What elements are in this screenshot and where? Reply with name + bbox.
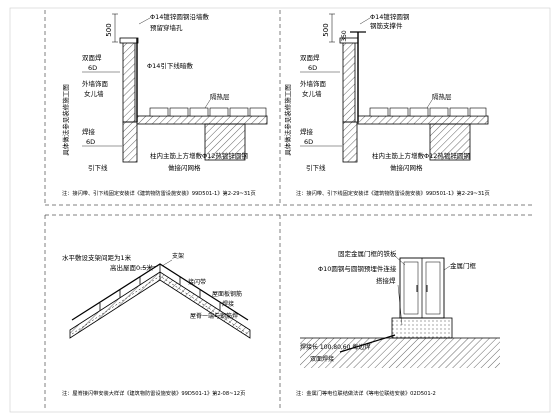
parapet-wall-b [342,41,356,123]
lower-wall-b [342,121,358,163]
label-parapet-wall-b: 女儿墙 [302,89,322,98]
floor-slab [300,338,500,368]
label-double-weld: 双面焊 [82,53,102,62]
label-conductor: 接闪带 [188,278,206,286]
label-phi14-top: Φ14镀锌圆钢沿墙敷 [150,12,209,21]
label-weld-c: 焊接 [222,300,234,308]
label-horizontal-spacing: 水平敷设支架间距为1米 [62,253,132,262]
roof-slab-b [357,115,489,125]
dim-500: 500 [105,23,113,36]
label-height: 高出屋面0.5米 [110,263,153,272]
dim-500-b: 500 [322,23,330,36]
label-downlead: 引下线 [88,163,108,172]
ridge-supports [99,264,221,311]
label-hole-sleeve: 预留穿墙孔 [150,23,183,32]
column [204,123,246,161]
note-top-right: 注：接闪带、引下线固定安装详《建筑物防雷设施安装》99D501-1》第2-29~… [296,189,490,197]
label-roof-rebar: 屋面板钢筋 [212,290,242,298]
ridge-rebar [71,275,249,335]
label-phi10: Φ10圆钢与圆钢预埋件连接 [318,264,397,273]
panel-parapet-detail-b: 500 350 Φ14镀锌圆钢 钢筋支撑件 双面焊 6D 外墙饰面 女儿墙 具体… [283,12,490,197]
parapet-cap [119,37,139,44]
label-lightning-grid: 做接闪网格 [168,163,201,172]
label-insulation: 隔热层 [210,92,230,101]
label-double-weld-d: 双面焊接 [310,355,334,363]
label-6d-1: 6D [88,64,97,72]
label-phi14-down: Φ14引下线暗敷 [147,61,193,70]
roof-slab [136,115,268,125]
note-bottom-right: 注：金属门等电位联结做法详《等电位联结安装》02D501-2 [296,389,436,397]
label-support: 支架 [172,252,184,260]
label-roof-slope: 屋脊一端与钢筋焊 [190,312,238,320]
label-fixing-plate: 固定金属门框的铁板 [338,249,397,258]
label-column-rebar: 柱内主筋上方增敷Φ12热镀锌圆钢 [150,151,248,160]
note-bottom-left: 注：屋脊接闪带安装大样详《建筑物防雷设施安装》99D501-1》第2-08~12… [62,389,245,397]
ridge-conductor [71,263,249,321]
label-6d-2-b: 6D [304,138,313,146]
label-weld: 焊接 [82,127,96,136]
label-downlead-b: 引下线 [306,163,326,172]
insulation-blocks [149,107,267,117]
dim-350-b: 350 [341,30,348,42]
label-column-rebar-b: 柱内主筋上方增敷Φ12热镀锌圆钢 [372,151,470,160]
label-support-b: 钢筋支撑件 [370,21,403,30]
panel-parapet-detail-a: 500 Φ14镀锌圆钢沿墙敷 预留穿墙孔 Φ14引下线暗敷 双面焊 6D 外墙饰… [61,12,268,197]
panel-separators [44,10,535,410]
label-parapet-facing: 外墙饰面 [82,79,109,88]
door-base [391,317,453,339]
insulation-blocks-b [369,107,487,117]
label-weld-b: 焊接 [300,127,314,136]
note-top-left: 注：接闪带、引下线固定安装详《建筑物防雷设施安装》99D501-1》第2-29~… [62,189,256,197]
label-insulation-b: 隔热层 [432,92,452,101]
label-vertical-note-b: 具体做法参见装修施工图 [283,84,292,156]
label-vertical-note: 具体做法参见装修施工图 [61,84,70,156]
label-phi14-b: Φ14镀锌圆钢 [370,12,410,21]
label-parapet-wall: 女儿墙 [84,89,104,98]
parapet-wall [122,41,136,123]
label-lightning-grid-b: 做接闪网格 [390,163,423,172]
label-6d-2: 6D [86,138,95,146]
label-lap-weld: 搭接焊 [376,276,396,285]
panel-metal-door-detail: 金属门框 固定金属门框的铁板 Φ10圆钢与圆钢预埋件连接 搭接焊 焊接长 100… [296,249,500,397]
label-6d-1-b: 6D [308,64,317,72]
label-double-weld-b: 双面焊 [300,53,320,62]
label-parapet-facing-b: 外墙饰面 [300,79,327,88]
sheet-border [9,7,551,413]
panel-roof-ridge-detail: 水平敷设支架间距为1米 高出屋面0.5米 支架 接闪带 屋面板钢筋 焊接 屋脊一… [62,252,251,397]
column-b [429,123,471,161]
label-cabinet: 金属门框 [450,261,477,270]
bonding-bar [339,334,396,353]
label-weld-length: 焊接长 100,80,60 每边焊 [300,343,370,351]
lower-wall [122,121,138,163]
